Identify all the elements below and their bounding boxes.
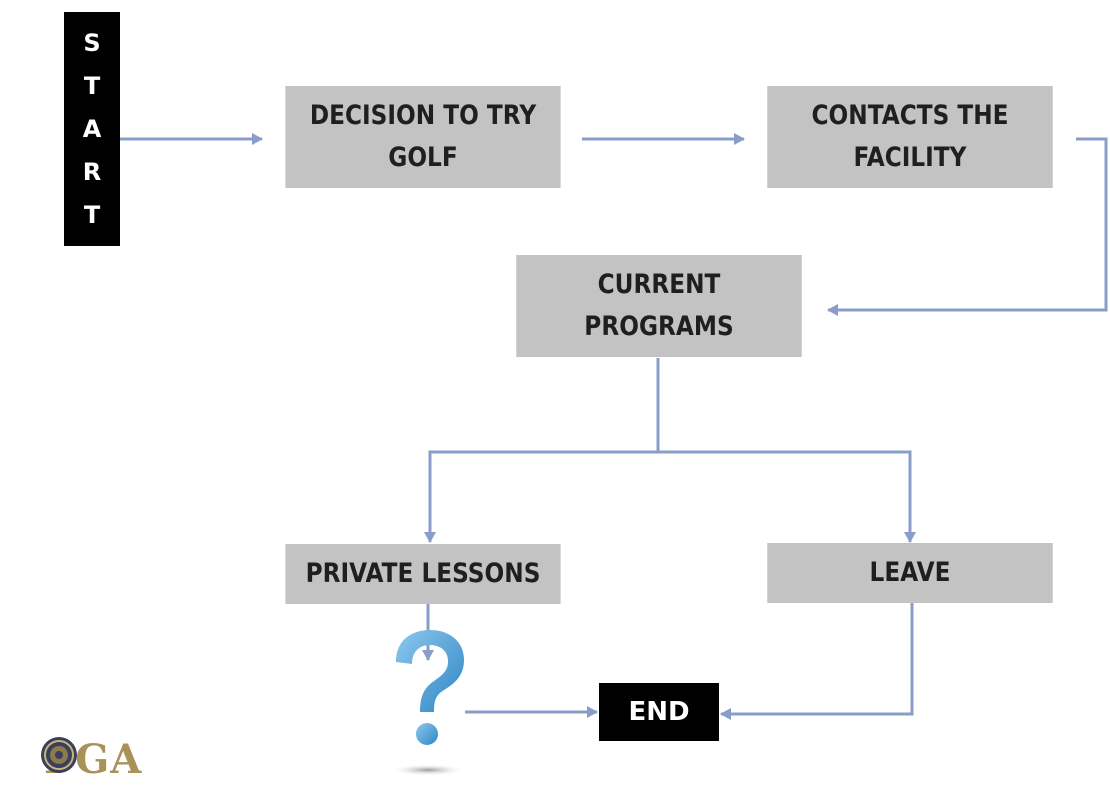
node-label-line: PROGRAMS	[584, 311, 734, 342]
node-label-line: GOLF	[388, 142, 458, 173]
pga-seal-icon	[41, 737, 77, 773]
leave-node: LEAVE	[767, 543, 1053, 603]
start-letter: A	[82, 115, 102, 143]
node-label-line: CONTACTS THE	[811, 100, 1009, 131]
contacts-node: CONTACTS THE FACILITY	[767, 86, 1053, 188]
start-letter: R	[82, 158, 102, 186]
question-mark-icon	[390, 630, 466, 776]
node-label-line: LEAVE	[869, 557, 951, 588]
start-letter: T	[83, 201, 101, 229]
programs-node: CURRENT PROGRAMS	[516, 255, 802, 357]
private-lessons-node: PRIVATE LESSONS	[285, 544, 561, 604]
node-label-line: PRIVATE LESSONS	[305, 558, 541, 589]
connector-split-leave	[658, 450, 916, 543]
end-node: END	[599, 683, 719, 741]
node-label-line: FACILITY	[853, 142, 967, 173]
node-label-line: DECISION TO TRY	[309, 100, 537, 131]
start-letter: S	[83, 29, 101, 57]
start-node: S T A R T	[64, 12, 120, 246]
connector-leave-end	[720, 603, 914, 720]
pga-logo: PGA	[40, 736, 142, 783]
node-label-line: CURRENT	[597, 269, 721, 300]
connector-split-private	[424, 450, 658, 543]
start-letter: T	[83, 72, 101, 100]
decision-node: DECISION TO TRY GOLF	[285, 86, 561, 188]
connector-contacts-programs	[827, 137, 1108, 316]
end-label: END	[628, 697, 690, 727]
